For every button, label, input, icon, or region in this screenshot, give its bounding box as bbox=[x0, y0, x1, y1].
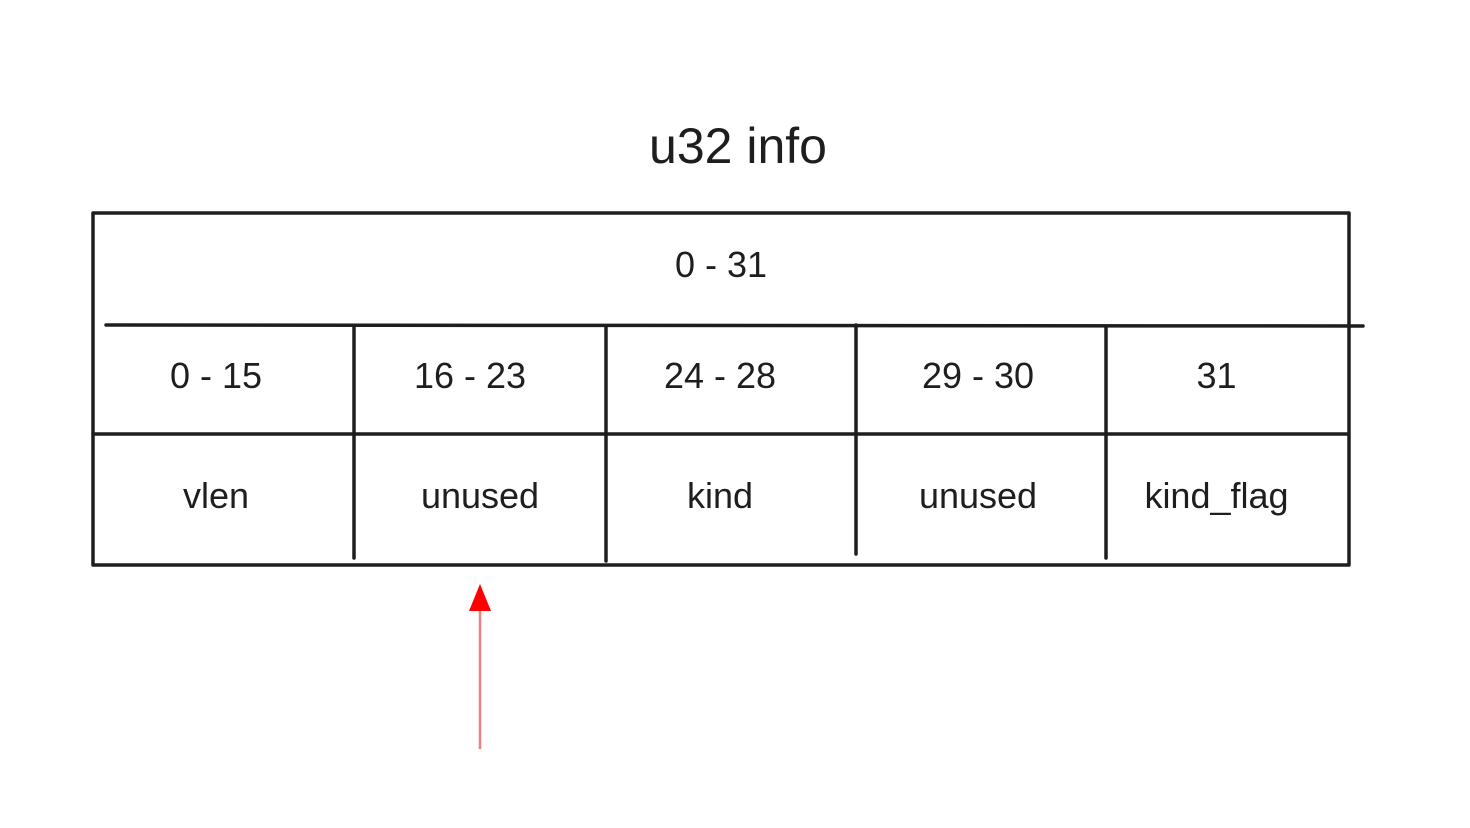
outer-box bbox=[91, 211, 1351, 567]
field-name-kind: kind bbox=[686, 475, 754, 516]
field-name-unused-2: unused bbox=[918, 475, 1038, 516]
header-divider bbox=[104, 323, 1365, 328]
diagram-title: u32 info bbox=[649, 118, 827, 174]
full-range-label: 0 - 31 bbox=[674, 244, 768, 285]
field-name-kind-flag: kind_flag bbox=[1144, 475, 1289, 516]
field-bits-kind-flag: 31 bbox=[1196, 355, 1237, 396]
field-bits-unused-1: 16 - 23 bbox=[413, 355, 527, 396]
field-name-unused-1: unused bbox=[420, 475, 540, 516]
field-bits-unused-2: 29 - 30 bbox=[921, 355, 1035, 396]
arrow-head bbox=[469, 584, 491, 611]
field-bits-kind: 24 - 28 bbox=[663, 355, 777, 396]
field-name-vlen: vlen bbox=[182, 475, 250, 516]
field-bits-vlen: 0 - 15 bbox=[169, 355, 263, 396]
